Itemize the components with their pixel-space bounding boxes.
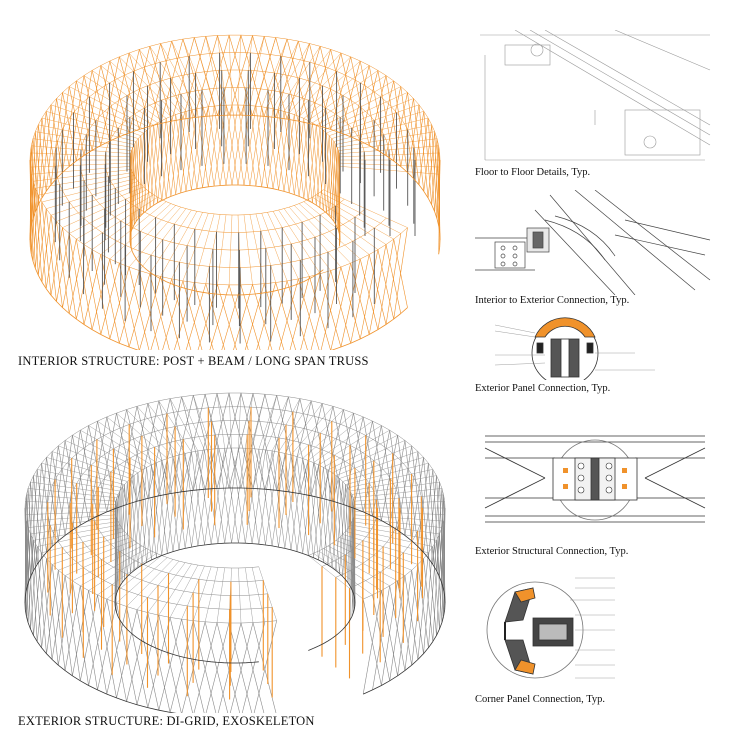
exterior-ring-svg: [24, 392, 446, 713]
interior-ring-svg: [29, 34, 441, 350]
exterior-structure-drawing: [10, 378, 470, 713]
exterior-structural-caption: Exterior Structural Connection, Typ.: [475, 546, 629, 557]
corner-panel-caption: Corner Panel Connection, Typ.: [475, 694, 606, 705]
exterior-panel-caption: Exterior Panel Connection, Typ.: [475, 383, 611, 394]
interior-exterior-caption: Interior to Exterior Connection, Typ.: [475, 295, 630, 306]
exterior-ring-wireframe: [24, 392, 446, 713]
exterior-structural-connection-drawing: [475, 428, 715, 528]
floor-to-floor-caption: Floor to Floor Details, Typ.: [475, 167, 591, 178]
corner-panel-connection-drawing: [475, 570, 715, 685]
floor-to-floor-detail-drawing: [475, 30, 715, 165]
interior-exterior-connection-drawing: [475, 190, 715, 295]
interior-structure-drawing: [10, 10, 470, 350]
exterior-structure-caption: EXTERIOR STRUCTURE: DI-GRID, EXOSKELETON: [18, 714, 315, 728]
interior-structure-caption: INTERIOR STRUCTURE: POST + BEAM / LONG S…: [18, 354, 369, 368]
exterior-panel-connection-drawing: [475, 315, 715, 380]
interior-ring-wireframe: [29, 34, 441, 350]
